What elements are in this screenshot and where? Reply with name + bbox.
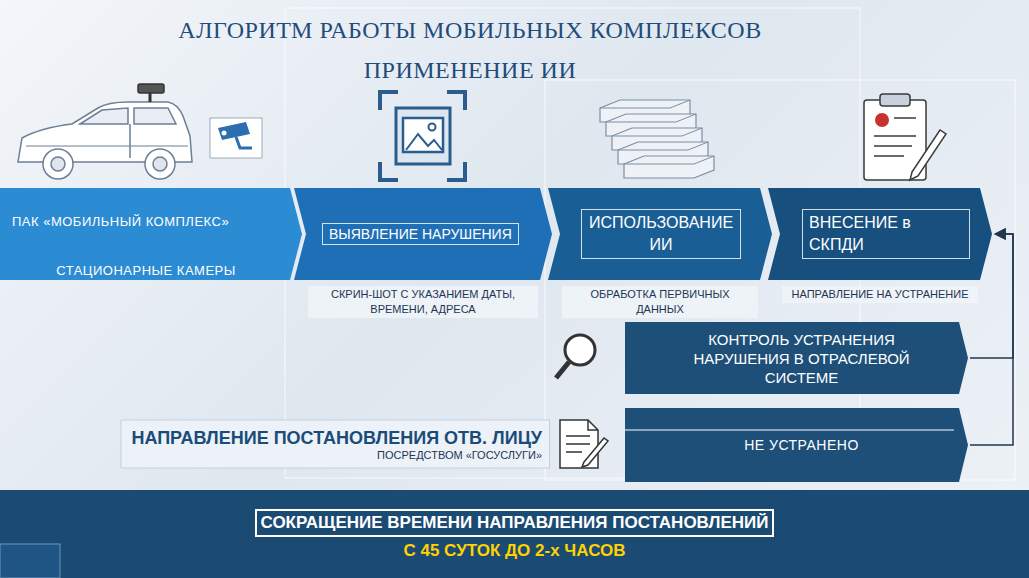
- server-edge: [600, 108, 670, 109]
- car-drawing: [153, 157, 167, 171]
- flow-node-rect: НАПРАВЛЕНИЕ ПОСТАНОВЛЕНИЯ ОТВ. ЛИЦУПОСРЕ…: [121, 420, 550, 468]
- outcome-step: НЕ УСТРАНЕНО: [744, 437, 859, 453]
- flow-node-chev: ВНЕСЕНИЕ в СКПДИНАПРАВЛЕНИЕ НА УСТРАНЕНИ…: [768, 188, 992, 280]
- step-caption: НАПРАВЛЕНИЕ НА УСТРАНЕНИЕ: [782, 286, 978, 303]
- server-edge: [676, 114, 696, 122]
- camera-icon: [236, 137, 252, 148]
- image-icon: [429, 124, 436, 131]
- image-icon: [406, 134, 442, 150]
- step-name: ВЫЯВЛЕНИЕ НАРУШЕНИЯ: [322, 223, 519, 245]
- step-name: ИСПОЛЬЗОВАНИЕ ИИ: [581, 209, 741, 259]
- clipboard-icon: [894, 117, 916, 119]
- document-icon: [566, 435, 590, 437]
- flow-node-band: СОКРАЩЕНИЕ ВРЕМЕНИ НАПРАВЛЕНИЯ ПОСТАНОВЛ…: [0, 490, 1029, 578]
- node-outline: [0, 188, 302, 280]
- node-outline: [0, 490, 1029, 578]
- node-outline: [768, 188, 992, 280]
- step-caption: СКРИН-ШОТ С УКАЗАНИЕМ ДАТЫ, ВРЕМЕНИ, АДР…: [308, 286, 538, 318]
- image-icon: [380, 92, 465, 180]
- car-drawing: [18, 84, 192, 179]
- server-edge: [670, 100, 690, 108]
- node-outline: [625, 408, 968, 482]
- image-icon: [380, 92, 465, 180]
- server-edge: [682, 128, 702, 136]
- clipboard-icon: [880, 94, 910, 106]
- document-icon: [582, 438, 608, 467]
- image-icon: [396, 108, 450, 164]
- flow-node-chev: ИСПОЛЬЗОВАНИЕ ИИОБРАБОТКА ПЕРВИЧНЫХ ДАНН…: [548, 188, 772, 280]
- flow-node-chev0: ПАК «МОБИЛЬНЫЙ КОМПЛЕКС» СТАЦИОНАРНЫЕ КАМ…: [0, 188, 302, 280]
- clipboard-icon: [864, 94, 946, 180]
- server-edge: [624, 164, 694, 165]
- diagram-title: АЛГОРИТМ РАБОТЫ МОБИЛЬНЫХ КОМПЛЕКСОВ ПРИ…: [130, 10, 810, 90]
- source-note: СТАЦИОНАРНЫЕ КАМЕРЫ: [12, 263, 280, 278]
- flow-node-chev: ВЫЯВЛЕНИЕ НАРУШЕНИЯСКРИН-ШОТ С УКАЗАНИЕМ…: [294, 188, 552, 280]
- result-text: СОКРАЩЕНИЕ ВРЕМЕНИ НАПРАВЛЕНИЯ ПОСТАНОВЛ…: [255, 509, 775, 537]
- node-outline: [548, 188, 772, 280]
- document-icon: [588, 420, 598, 430]
- camera-icon: [210, 118, 262, 158]
- step-name: ВНЕСЕНИЕ в СКПДИ: [802, 209, 970, 259]
- action-heading: НАПРАВЛЕНИЕ ПОСТАНОВЛЕНИЯ ОТВ. ЛИЦУ: [131, 427, 542, 449]
- flow-node-tag: КОНТРОЛЬ УСТРАНЕНИЯ НАРУШЕНИЯ В ОТРАСЛЕВ…: [625, 322, 968, 394]
- clipboard-icon: [910, 130, 946, 180]
- divider-line: [625, 430, 954, 431]
- server-edge: [688, 142, 708, 150]
- magnifier-icon: [556, 362, 569, 378]
- clipboard-icon: [874, 145, 912, 147]
- source-name: ПАК «МОБИЛЬНЫЙ КОМПЛЕКС»: [12, 214, 280, 229]
- camera-icon: [210, 118, 262, 158]
- result-figure: С 45 СУТОК ДО 2-х ЧАСОВ: [403, 540, 625, 562]
- car-drawing: [145, 149, 175, 179]
- action-note: ПОСРЕДСТВОМ «ГОСУСЛУГИ»: [131, 449, 542, 461]
- server-edge: [694, 156, 714, 164]
- node-outline: [294, 188, 552, 280]
- control-step: КОНТРОЛЬ УСТРАНЕНИЯ НАРУШЕНИЯ В ОТРАСЛЕВ…: [665, 330, 938, 387]
- server-unit: [624, 156, 714, 178]
- car-drawing: [134, 108, 176, 124]
- image-icon: [403, 118, 443, 152]
- car-drawing: [51, 157, 65, 171]
- node-outline: [121, 420, 550, 468]
- car-drawing: [43, 149, 73, 179]
- camera-icon: [218, 122, 250, 140]
- node-shape: [0, 490, 1029, 578]
- clipboard-icon: [875, 113, 889, 127]
- car-drawing: [80, 108, 128, 124]
- node-outline: [625, 322, 968, 394]
- magnifier-icon: [556, 335, 595, 378]
- corner-tile: [0, 544, 60, 578]
- server-edge: [606, 122, 676, 123]
- car-drawing: [129, 124, 131, 158]
- clipboard-icon: [874, 155, 904, 157]
- document-icon: [566, 451, 582, 453]
- car-drawing: [26, 146, 188, 147]
- server-edge: [612, 136, 682, 137]
- flow-node-tag2: НЕ УСТРАНЕНО: [625, 408, 968, 482]
- server-edge: [618, 150, 688, 151]
- server-stack-icon: [600, 100, 714, 178]
- car-drawing: [138, 84, 164, 93]
- camera-icon: [222, 131, 227, 136]
- document-icon: [560, 420, 608, 468]
- clipboard-icon: [874, 135, 916, 137]
- step-caption: ОБРАБОТКА ПЕРВИЧНЫХ ДАННЫХ: [562, 286, 758, 318]
- document-icon: [566, 443, 590, 445]
- magnifier-icon: [565, 335, 595, 365]
